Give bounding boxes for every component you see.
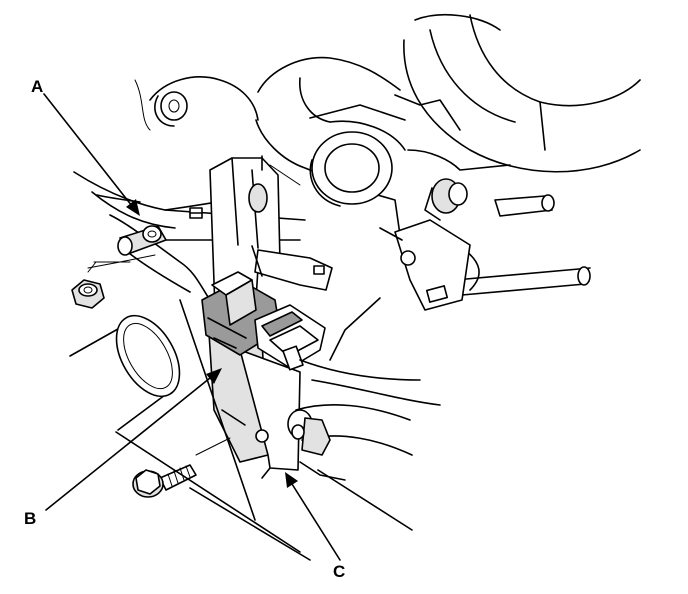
harness-clip — [117, 225, 167, 256]
callout-label-b: B — [24, 509, 37, 528]
intake-port — [309, 131, 393, 207]
bracket-right — [379, 219, 471, 311]
boss-upper-left — [154, 91, 188, 127]
callout-label-c: C — [333, 562, 346, 581]
connector-icon — [201, 271, 326, 371]
hose-right — [454, 249, 591, 296]
heater-hose — [69, 314, 181, 431]
harness-tab — [251, 245, 333, 291]
engine-block-outline — [134, 14, 641, 236]
tube-fitting-right — [424, 178, 555, 221]
lower-pipe — [287, 297, 441, 531]
nut-icon — [71, 279, 105, 309]
callout-arrow-a — [43, 93, 140, 216]
flange-bolt-icon — [132, 464, 197, 498]
callout-arrow-b — [45, 368, 222, 511]
leader-lines — [87, 261, 311, 561]
callout-arrow-c — [285, 472, 341, 561]
callout-label-a: A — [31, 77, 44, 96]
